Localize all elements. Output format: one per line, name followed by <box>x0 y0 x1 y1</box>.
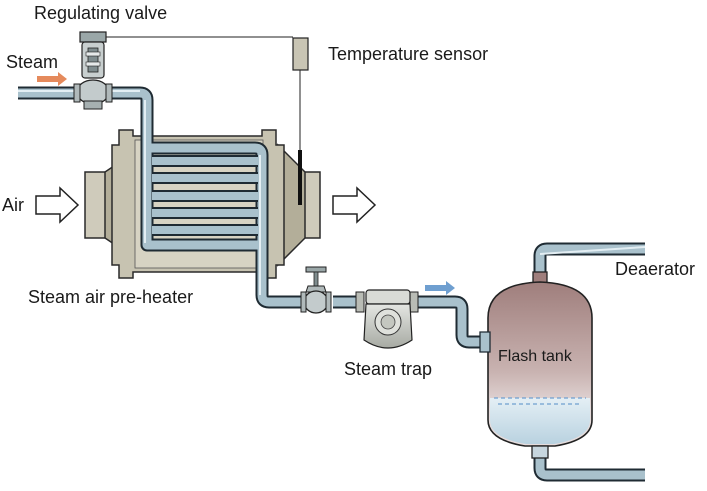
label-temperature-sensor: Temperature sensor <box>328 44 488 64</box>
label-flash-tank: Flash tank <box>498 348 573 365</box>
flash-tank <box>479 271 593 459</box>
label-steam-air-preheater: Steam air pre-heater <box>28 287 193 307</box>
label-steam: Steam <box>6 52 58 72</box>
water-level-line <box>494 397 586 405</box>
air-in-arrow-icon <box>35 186 80 224</box>
heater-tube-bundle <box>152 155 258 236</box>
regulating-valve <box>73 31 113 110</box>
pipework <box>18 86 646 482</box>
label-deaerator: Deaerator <box>615 259 695 279</box>
isolation-valve <box>300 266 332 314</box>
condensate-flow-arrow-icon <box>425 281 455 295</box>
label-steam-trap: Steam trap <box>344 359 432 379</box>
flash-tank-water <box>490 398 590 444</box>
steam-flow-arrow-icon <box>37 72 67 86</box>
temperature-sensor <box>292 37 309 205</box>
air-out-arrow-icon <box>332 186 377 224</box>
label-air: Air <box>2 195 24 215</box>
label-regulating-valve: Regulating valve <box>34 3 167 23</box>
steam-trap <box>355 289 419 349</box>
